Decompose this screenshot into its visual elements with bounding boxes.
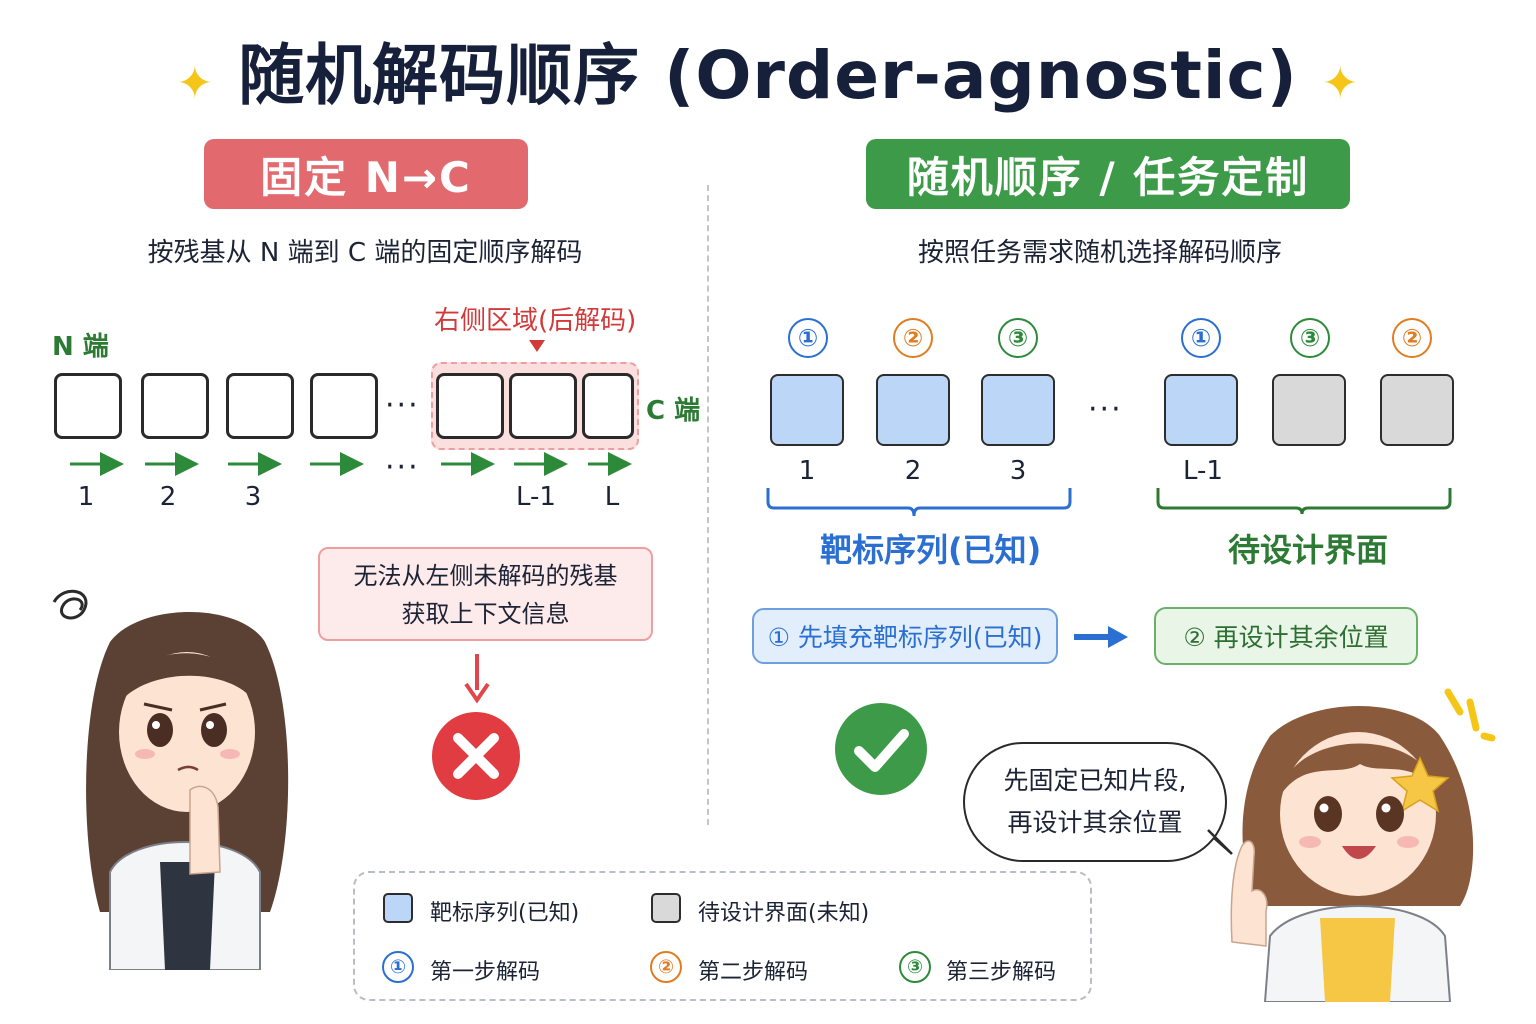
residue-box (310, 373, 378, 439)
region-label: 右侧区域(后解码) (434, 306, 637, 336)
step3-order-mark: ③ (998, 318, 1038, 358)
known-residue-box (981, 374, 1055, 446)
ellipsis: ··· (1088, 392, 1123, 427)
happy-scientist-illustration (1230, 688, 1496, 1002)
position-number: 3 (1009, 456, 1027, 486)
known-sequence-label: 靶标序列(已知) (820, 531, 1042, 569)
c-end-label: C 端 (646, 396, 701, 426)
position-number: 1 (798, 456, 816, 486)
cross-icon (432, 712, 520, 800)
legend-unknown-label: 待设计界面(未知) (698, 901, 870, 926)
confused-scientist-illustration (52, 589, 289, 970)
region-pointer-icon (529, 340, 545, 352)
legend-step1-label: 第一步解码 (430, 960, 541, 985)
page-title: ✦ 随机解码顺序 (Order-agnostic) ✦ (176, 37, 1360, 114)
position-number: L (604, 482, 620, 512)
sparkle-lines-icon (1444, 688, 1496, 742)
step2-order-mark: ② (1392, 318, 1432, 358)
left-subtitle: 按残基从 N 端到 C 端的固定顺序解码 (147, 238, 583, 268)
random-order-pill: 随机顺序 / 任务定制 (866, 139, 1350, 209)
known-brace (766, 488, 1072, 517)
legend-step3-mark: ③ (899, 951, 931, 983)
sparkle-icon: ✦ (176, 58, 215, 109)
position-number: 2 (159, 482, 177, 512)
design-interface-label: 待设计界面 (1228, 531, 1389, 569)
legend-unknown-swatch (651, 893, 681, 923)
ellipsis: ··· (385, 450, 420, 485)
known-residue-box (770, 374, 844, 446)
ellipsis: ··· (385, 388, 420, 423)
design-residue-box (1272, 374, 1346, 446)
step3-order-mark: ③ (1290, 318, 1330, 358)
right-arrow-icon (1074, 626, 1128, 648)
speech-bubble: 先固定已知片段, 再设计其余位置 (963, 742, 1227, 862)
legend-known-swatch (383, 893, 413, 923)
center-divider (707, 185, 709, 825)
legend-panel (353, 871, 1092, 1001)
residue-box (141, 373, 209, 439)
star-hairclip-icon (1390, 756, 1450, 813)
design-residue-box (1380, 374, 1454, 446)
step1-box: ① 先填充靶标序列(已知) (752, 608, 1058, 664)
residue-box (54, 373, 122, 439)
residue-box (436, 373, 504, 439)
known-residue-box (1164, 374, 1238, 446)
legend-step2-label: 第二步解码 (698, 960, 809, 985)
residue-box (226, 373, 294, 439)
step1-order-mark: ① (788, 318, 828, 358)
dizzy-swirl-icon (52, 589, 88, 620)
legend-step3-label: 第三步解码 (946, 960, 1057, 985)
grouping-braces (766, 488, 1452, 517)
fixed-order-pill: 固定 N→C (204, 139, 528, 209)
step2-box: ② 再设计其余位置 (1154, 607, 1418, 665)
down-arrow-icon (464, 654, 490, 704)
step2-order-mark: ② (893, 318, 933, 358)
position-number: L-1 (1183, 456, 1223, 486)
bubble-tail (1207, 829, 1233, 855)
n-end-label: N 端 (52, 332, 109, 362)
design-brace (1156, 488, 1452, 515)
legend-step2-mark: ② (650, 951, 682, 983)
position-number: 3 (244, 482, 262, 512)
residue-box (582, 373, 634, 439)
residue-box (509, 373, 577, 439)
right-subtitle: 按照任务需求随机选择解码顺序 (917, 238, 1282, 268)
check-icon (835, 703, 927, 795)
position-number: L-1 (516, 482, 556, 512)
context-warning-box: 无法从左侧未解码的残基 获取上下文信息 (318, 547, 653, 641)
step1-order-mark: ① (1181, 318, 1221, 358)
legend-step1-mark: ① (382, 951, 414, 983)
position-number: 1 (77, 482, 95, 512)
known-residue-box (876, 374, 950, 446)
position-number: 2 (904, 456, 922, 486)
sparkle-icon: ✦ (1321, 58, 1360, 109)
legend-known-label: 靶标序列(已知) (430, 901, 580, 926)
direction-arrows (70, 452, 632, 476)
